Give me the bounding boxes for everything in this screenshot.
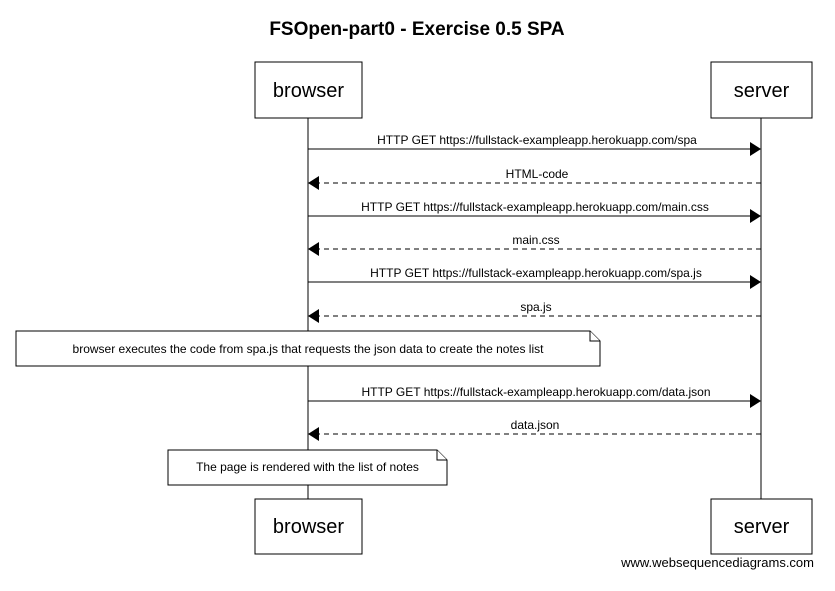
participant-server-top: server [710,61,813,119]
message-label: data.json [511,418,560,432]
message: data.json [308,418,761,441]
message-label: HTTP GET https://fullstack-exampleapp.he… [377,133,697,147]
message-label: spa.js [520,300,551,314]
participant-browser-bottom: browser [254,498,363,555]
note-fold [436,450,447,461]
message: HTTP GET https://fullstack-exampleapp.he… [308,133,761,156]
arrowhead [308,427,319,441]
message: HTTP GET https://fullstack-exampleapp.he… [308,385,761,408]
arrowhead [750,394,761,408]
message-label: main.css [512,233,559,247]
interactions: HTTP GET https://fullstack-exampleapp.he… [15,133,761,486]
message: HTTP GET https://fullstack-exampleapp.he… [308,200,761,223]
note-text: The page is rendered with the list of no… [196,460,419,474]
message: HTTP GET https://fullstack-exampleapp.he… [308,266,761,289]
arrowhead [308,242,319,256]
arrowhead [750,209,761,223]
arrowhead [750,142,761,156]
note: The page is rendered with the list of no… [167,449,448,486]
note: browser executes the code from spa.js th… [15,330,601,367]
arrowhead [308,176,319,190]
message: spa.js [308,300,761,323]
watermark: www.websequencediagrams.com [620,555,814,570]
message-label: HTTP GET https://fullstack-exampleapp.he… [361,200,709,214]
message-label: HTTP GET https://fullstack-exampleapp.he… [370,266,702,280]
message: HTML-code [308,167,761,190]
participant-label: browser [273,80,344,102]
participant-browser-top: browser [254,61,363,119]
participant-label: server [734,516,790,538]
note-box [15,330,601,367]
arrowhead [308,309,319,323]
message-label: HTTP GET https://fullstack-exampleapp.he… [361,385,710,399]
participant-label: browser [273,516,344,538]
note-fold [589,331,600,342]
participant-label: server [734,80,790,102]
message-label: HTML-code [506,167,569,181]
message: main.css [308,233,761,256]
arrowhead [750,275,761,289]
note-text: browser executes the code from spa.js th… [73,342,545,356]
diagram-title: FSOpen-part0 - Exercise 0.5 SPA [269,19,565,40]
participant-server-bottom: server [710,498,813,555]
note-box [167,449,448,486]
